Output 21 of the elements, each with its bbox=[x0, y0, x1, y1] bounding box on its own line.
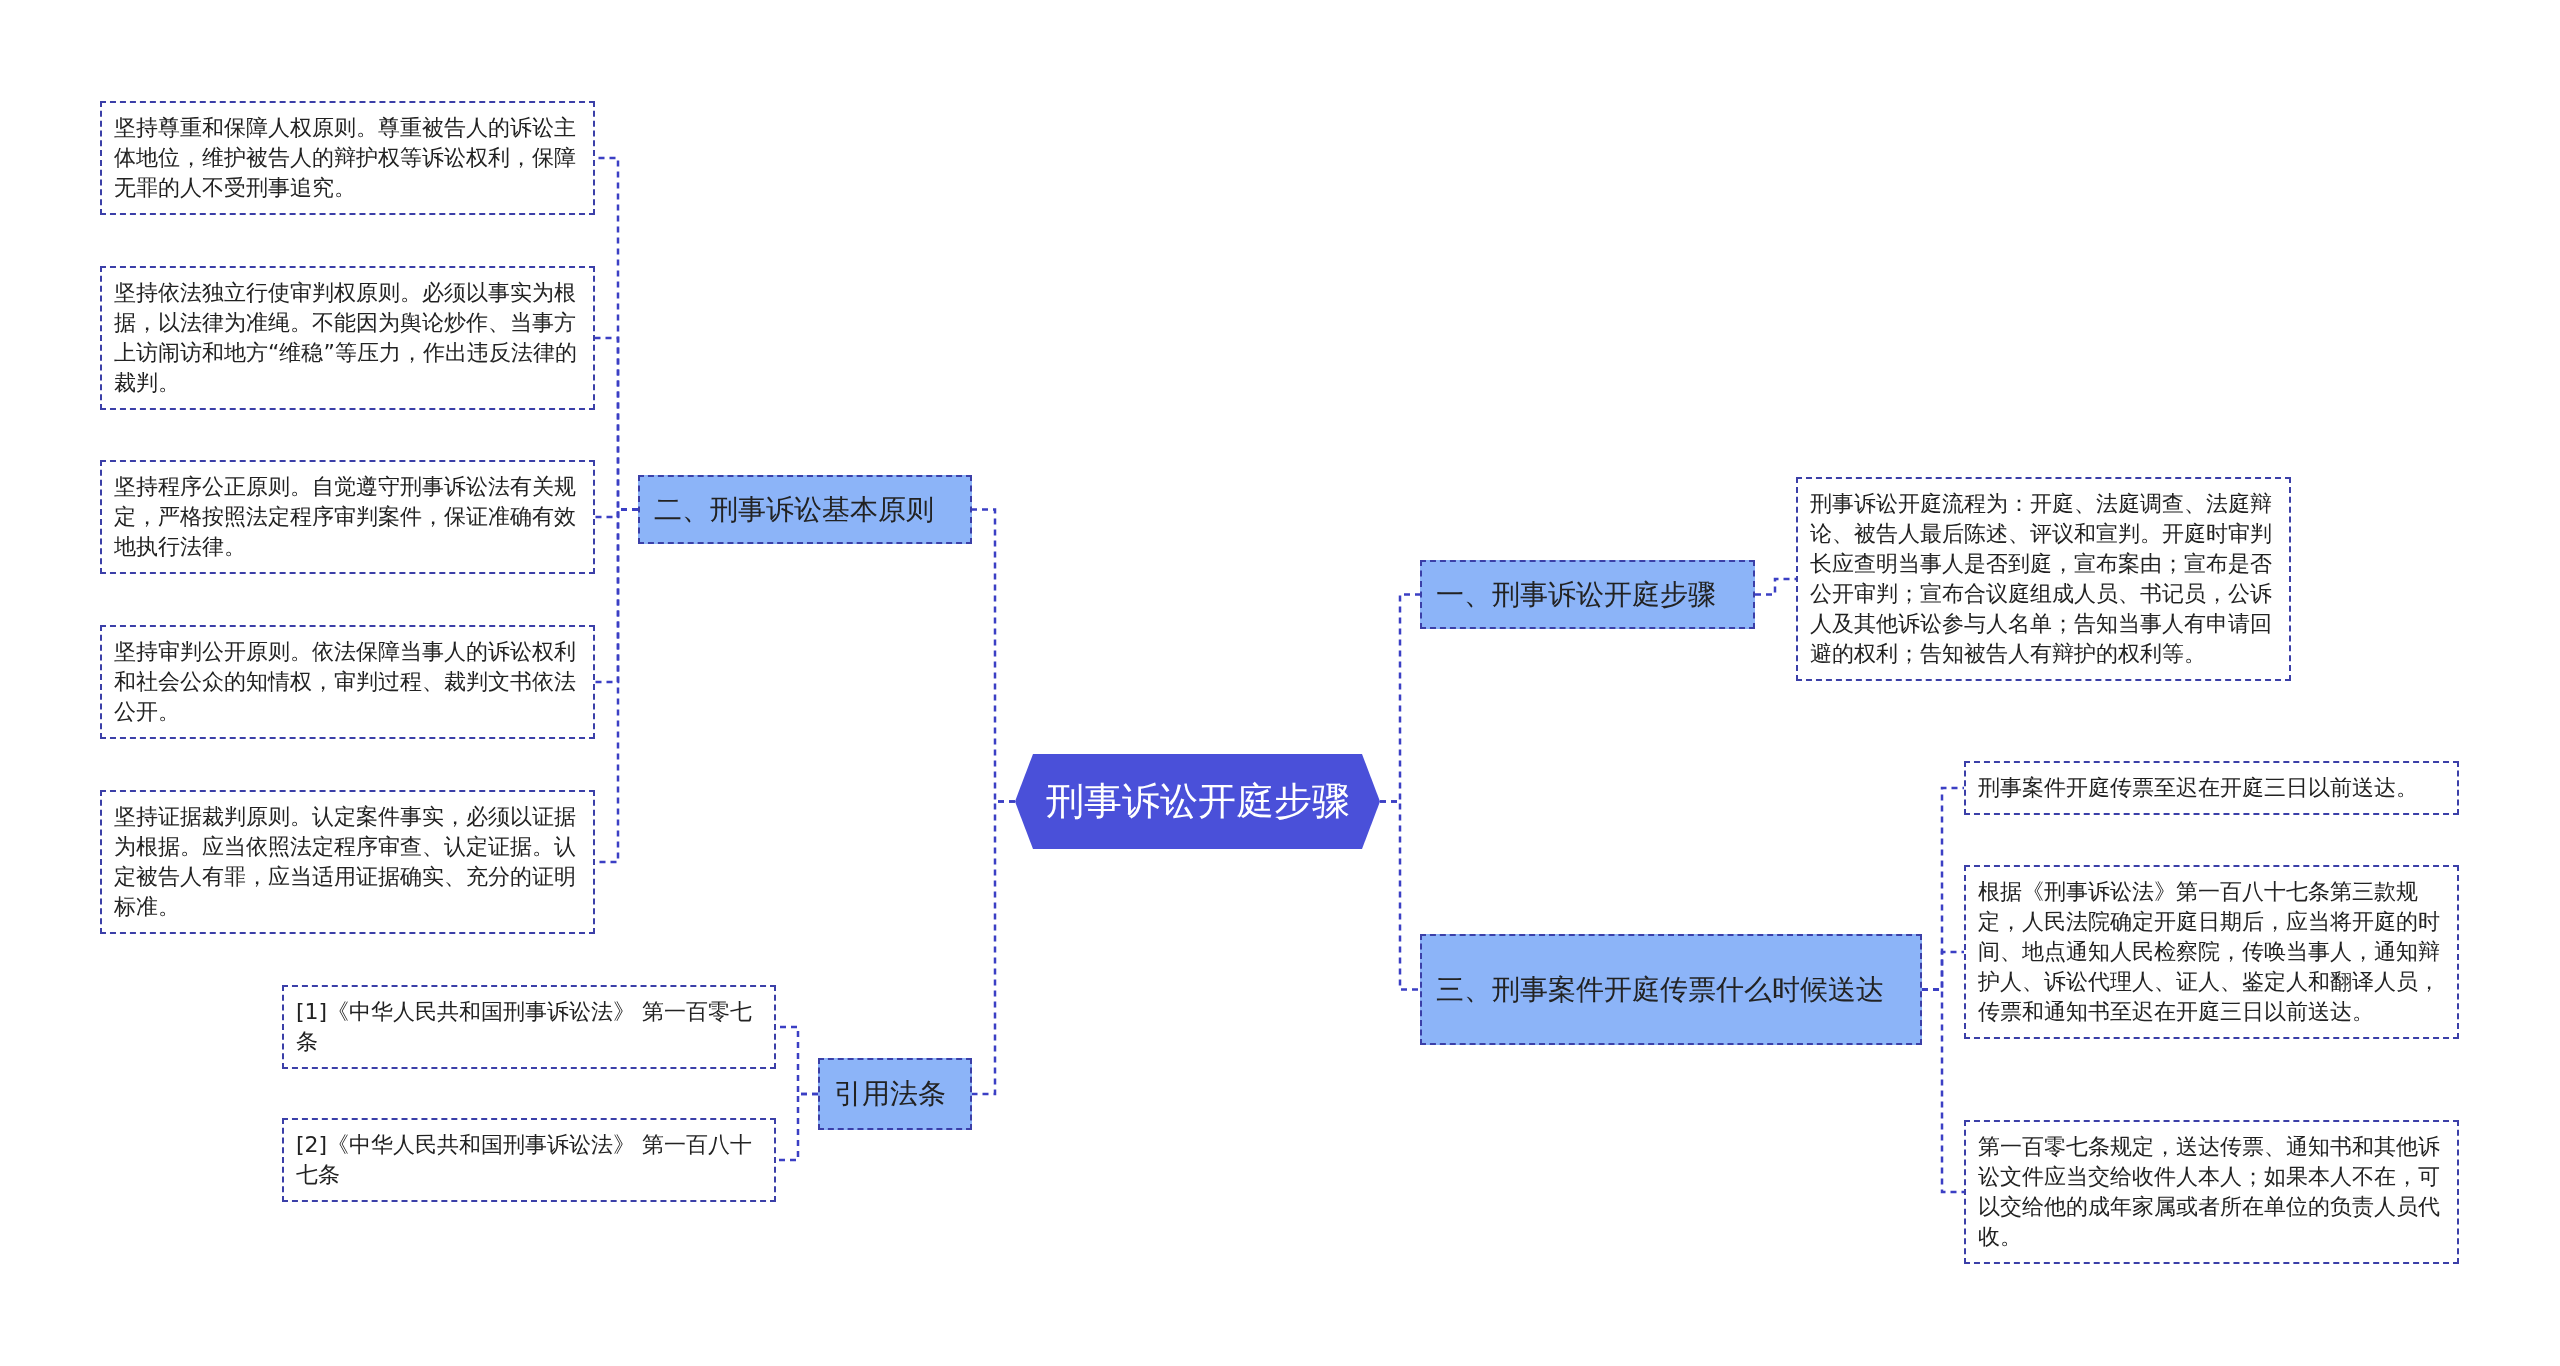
note-box: 坚持程序公正原则。自觉遵守刑事诉讼法有关规定，严格按照法定程序审判案件，保证准确有效地执行法律。 bbox=[100, 460, 595, 574]
connector-line bbox=[1755, 577, 1796, 596]
note-box: 根据《刑事诉讼法》第一百八十七条第三款规定，人民法院确定开庭日期后，应当将开庭的时间、地点通知人民检察院，传唤当事人，通知辩护人、诉讼代理人、证人、鉴定人和翻译人员，传票和通知书至迟在开庭三日以前送达。 bbox=[1964, 865, 2459, 1039]
connector-line bbox=[1380, 800, 1420, 991]
note-box: 坚持尊重和保障人权原则。尊重被告人的诉讼主体地位，维护被告人的辩护权等诉讼权利，保障无罪的人不受刑事追究。 bbox=[100, 101, 595, 215]
topic-box: 三、刑事案件开庭传票什么时候送达 bbox=[1420, 934, 1922, 1045]
note-box: 坚持依法独立行使审判权原则。必须以事实为根据，以法律为准绳。不能因为舆论炒作、当事方上访闹访和地方“维稳”等压力，作出违反法律的裁判。 bbox=[100, 266, 595, 410]
connector-line bbox=[776, 1092, 818, 1162]
note-box: 坚持证据裁判原则。认定案件事实，必须以证据为根据。应当依照法定程序审查、认定证据。认定被告人有罪，应当适用证据确实、充分的证明标准。 bbox=[100, 790, 595, 934]
note-box: 刑事案件开庭传票至迟在开庭三日以前送达。 bbox=[1964, 761, 2459, 815]
connector-line bbox=[972, 800, 1015, 1096]
topic-box: 一、刑事诉讼开庭步骤 bbox=[1420, 560, 1755, 629]
note-box: 第一百零七条规定，送达传票、通知书和其他诉讼文件应当交给收件人本人；如果本人不在，可以交给他的成年家属或者所在单位的负责人员代收。 bbox=[1964, 1120, 2459, 1264]
topic-box: 二、刑事诉讼基本原则 bbox=[638, 475, 972, 544]
topic-box: 引用法条 bbox=[818, 1058, 972, 1130]
note-box: [2]《中华人民共和国刑事诉讼法》 第一百八十七条 bbox=[282, 1118, 776, 1202]
central-topic-hexagon: 刑事诉讼开庭步骤 bbox=[1015, 754, 1380, 849]
note-box: 坚持审判公开原则。依法保障当事人的诉讼权利和社会公众的知情权，审判过程、裁判文书依法公开。 bbox=[100, 625, 595, 739]
note-box: [1]《中华人民共和国刑事诉讼法》 第一百零七条 bbox=[282, 985, 776, 1069]
connector-line bbox=[1922, 988, 1964, 1194]
note-box: 刑事诉讼开庭流程为：开庭、法庭调查、法庭辩论、被告人最后陈述、评议和宣判。开庭时审判长应查明当事人是否到庭，宣布案由；宣布是否公开审判；宣布合议庭组成人员、书记员，公诉人及其他诉讼参与人名单；告知当事人有申请回避的权利；告知被告人有辩护的权利等。 bbox=[1796, 477, 2291, 681]
